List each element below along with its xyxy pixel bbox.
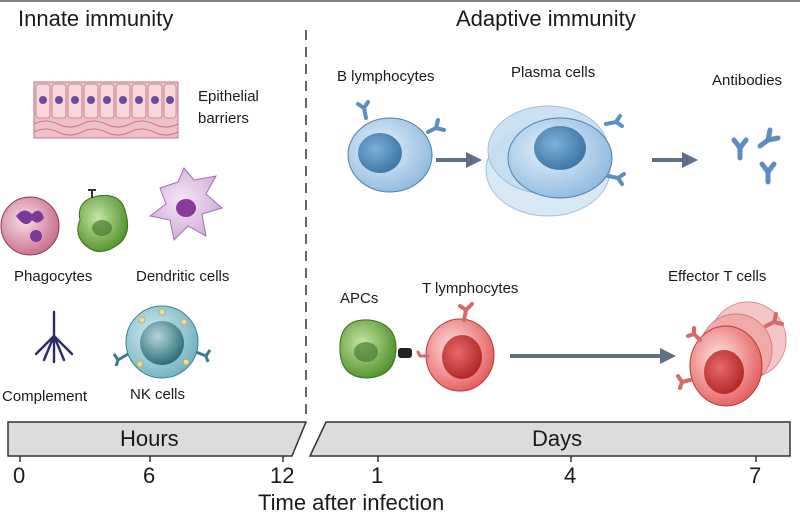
epithelial-label-line2: barriers <box>198 110 249 127</box>
antibodies-icon <box>731 127 781 185</box>
dendritic-cell-icon <box>148 167 224 242</box>
adaptive-immunity-title: Adaptive immunity <box>456 6 636 31</box>
phagocytes-label: Phagocytes <box>14 268 93 285</box>
complement-label: Complement <box>2 388 88 405</box>
complement-icon <box>34 310 74 364</box>
plasma-cell-icon <box>485 105 626 217</box>
macrophage-icon <box>77 189 129 252</box>
apc-icon <box>339 319 412 379</box>
tick-label: 6 <box>143 463 156 488</box>
axis-title: Time after infection <box>258 490 445 515</box>
b-lymphocytes-label: B lymphocytes <box>337 68 435 85</box>
t-lymphocyte-icon <box>416 302 495 392</box>
tick-label: 7 <box>749 463 762 488</box>
axis-ticks <box>19 456 757 462</box>
arrow-plasma-to-antibodies <box>652 152 698 168</box>
arrow-t-to-effector <box>510 348 676 364</box>
apcs-label: APCs <box>340 290 379 307</box>
hours-band <box>7 421 308 457</box>
tick-label: 12 <box>270 463 295 488</box>
days-band <box>308 421 791 457</box>
nk-cell-icon <box>112 305 212 379</box>
arrow-b-to-plasma <box>436 152 482 168</box>
nk-cells-label: NK cells <box>130 386 186 403</box>
innate-immunity-title: Innate immunity <box>18 6 174 31</box>
t-lymphocytes-label: T lymphocytes <box>422 280 519 297</box>
b-lymphocyte-icon <box>347 100 446 193</box>
hours-label: Hours <box>120 426 179 451</box>
tick-label: 1 <box>371 463 384 488</box>
tick-label: 0 <box>13 463 26 488</box>
antibodies-label: Antibodies <box>712 72 783 89</box>
phagocyte-icon <box>0 196 60 256</box>
plasma-cells-label: Plasma cells <box>511 64 596 81</box>
dendritic-cells-label: Dendritic cells <box>136 268 230 285</box>
effector-t-cells-icon <box>676 301 787 407</box>
epithelial-label-line1: Epithelial <box>198 88 259 105</box>
tick-label: 4 <box>564 463 577 488</box>
epithelial-barrier-icon <box>33 81 179 139</box>
days-label: Days <box>532 426 583 451</box>
effector-t-cells-label: Effector T cells <box>668 268 767 285</box>
